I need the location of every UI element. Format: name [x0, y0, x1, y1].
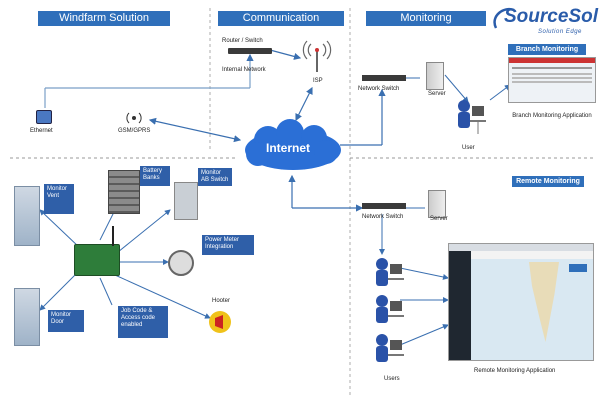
remote-server-icon [428, 190, 446, 218]
router-label: Router / Switch [222, 38, 263, 44]
internet-cloud-icon [245, 119, 341, 170]
router-switch-icon [228, 48, 272, 54]
remote-monitoring-header: Remote Monitoring [512, 176, 584, 187]
remote-app-label: Remote Monitoring Application [474, 368, 556, 374]
branch-network-switch-icon [362, 75, 406, 81]
branch-user-icon [458, 100, 486, 134]
brand-swirl-icon [493, 7, 515, 29]
ab-switch-icon [174, 182, 198, 220]
remote-network-switch-icon [362, 203, 406, 209]
brand-logo: SourceSol Solution Edge [493, 6, 598, 40]
gsm-label: GSM/GPRS [118, 128, 151, 134]
arrow-server-user [444, 74, 469, 103]
section-header-communication: Communication [218, 11, 344, 26]
hooter-label: Hooter [212, 298, 231, 304]
arrow-router-isp [269, 49, 302, 60]
branch-server-icon [426, 62, 444, 90]
power-meter-icon [168, 250, 194, 276]
brand-name: SourceSol [504, 6, 598, 27]
remote-network-switch-label: Network Switch [362, 214, 404, 220]
branch-server-label: Server [428, 91, 446, 97]
link-vent [39, 209, 81, 249]
monitor-vent-label: Monitor Vent [44, 184, 74, 214]
job-code-label: Job Code & Access code enabled [118, 306, 168, 338]
power-meter-label: Power Meter Integration [202, 235, 254, 255]
brand-tagline: Solution Edge [538, 29, 582, 35]
monitor-door-label: Monitor Door [48, 310, 84, 332]
link-job-code [99, 277, 113, 306]
branch-user-label: User [462, 145, 475, 151]
ethernet-icon [36, 110, 52, 124]
monitor-ab-switch-label: Monitor AB Switch [198, 168, 232, 186]
isp-tower-icon [302, 40, 332, 72]
section-header-windfarm: Windfarm Solution [38, 11, 170, 26]
link-hooter [114, 274, 211, 319]
ethernet-label: Ethernet [30, 128, 53, 134]
battery-banks-label: Battery Banks [140, 166, 170, 186]
branch-monitoring-header: Branch Monitoring [508, 44, 586, 55]
arrow-isp-internet [295, 86, 313, 122]
section-header-monitoring: Monitoring [366, 11, 486, 26]
branch-app-label: Branch Monitoring Application [512, 113, 592, 119]
internet-label: Internet [266, 141, 311, 155]
arrow-user-app [489, 84, 511, 101]
link-door [39, 271, 79, 311]
remote-monitoring-app-screen [448, 243, 594, 361]
internal-network-label: Internal Network [222, 67, 266, 73]
remote-user-icon-3 [376, 334, 404, 362]
branch-monitoring-app-screen [508, 57, 596, 103]
isp-label: ISP [313, 78, 323, 84]
battery-bank-icon [108, 170, 140, 214]
remote-server-label: Server [430, 216, 448, 222]
remote-user-icon-1 [376, 258, 404, 286]
link-ab-switch [117, 209, 171, 253]
branch-network-switch-label: Network Switch [358, 86, 400, 92]
arrow-gsm-internet [148, 117, 242, 143]
remote-user-icon-2 [376, 295, 404, 323]
controller-antenna [112, 226, 114, 246]
hooter-icon [209, 311, 231, 333]
gsm-antenna-icon [126, 112, 142, 124]
door-sensor-icon [14, 288, 40, 346]
vent-sensor-icon [14, 186, 40, 246]
controller-device-icon [74, 244, 120, 276]
remote-users-label: Users [384, 376, 400, 382]
link-battery [99, 209, 116, 241]
